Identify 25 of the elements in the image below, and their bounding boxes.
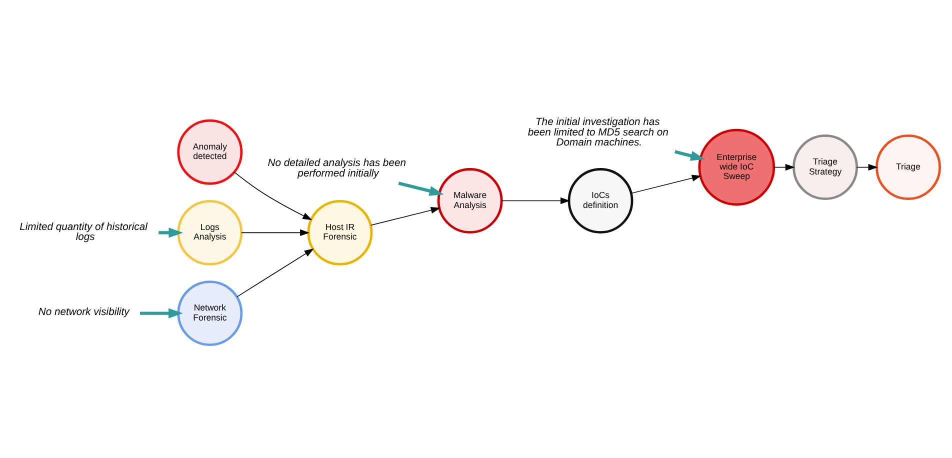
arrow xyxy=(674,150,704,160)
node-text: No network visibility xyxy=(38,306,129,318)
arrow xyxy=(500,196,570,204)
node-circle: Logs Analysis xyxy=(176,199,242,265)
node-circle: IoCs definition xyxy=(567,168,633,233)
arrow xyxy=(772,163,794,170)
arrow xyxy=(370,206,440,226)
node-text: Limited quantity of historical logs xyxy=(19,221,147,243)
arrow xyxy=(140,308,182,318)
node-circle: Triage Strategy xyxy=(792,134,858,200)
node-circle: Malware Analysis xyxy=(436,168,502,233)
arrow xyxy=(158,227,183,238)
arrow xyxy=(630,174,702,194)
arrow xyxy=(233,171,312,220)
node-circle: Triage xyxy=(875,134,940,200)
arrow xyxy=(398,181,444,196)
node-text: The initial investigation has been limited to MD5 search on Domain machines. xyxy=(527,116,668,148)
node-text: No detailed analysis has been performed initially xyxy=(267,157,406,179)
node-circle: Network Forensic xyxy=(176,280,242,346)
node-circle: Host IR Forensic xyxy=(306,199,372,265)
arrow xyxy=(236,248,314,297)
arrow xyxy=(856,163,878,170)
node-circle: Anomaly detected xyxy=(176,118,242,184)
node-circle: Enterprise wide IoC Sweep xyxy=(698,128,775,206)
arrow xyxy=(240,228,310,236)
